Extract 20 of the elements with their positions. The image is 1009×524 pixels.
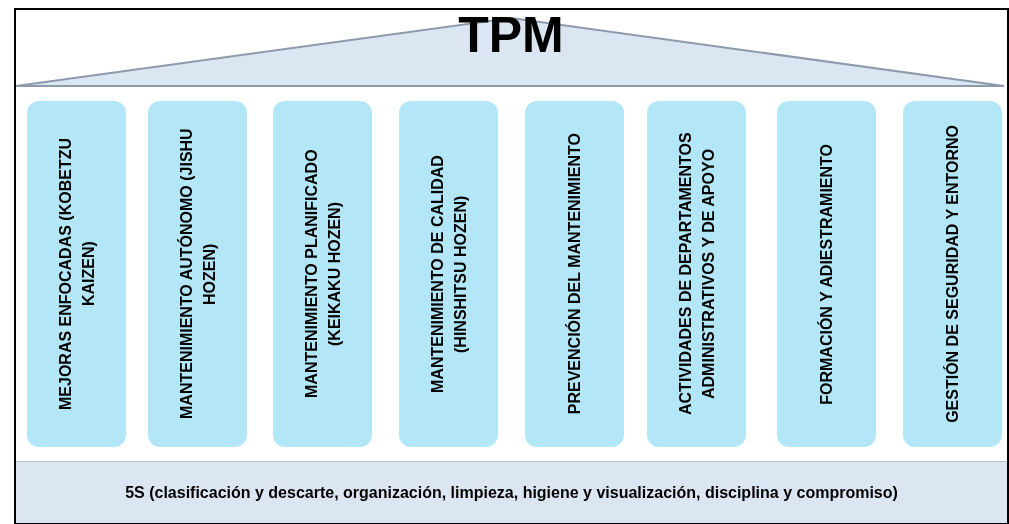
base-label: 5S (clasificación y descarte, organización, limpieza, higiene y visualización, disciplina y compromiso) [125, 482, 898, 503]
pillar-label: MANTENIMIENTO PLANIFICADO (KEIKAKU HOZEN) [301, 148, 344, 401]
pillar-box [27, 101, 126, 447]
pillar-label: MANTENIMIENTO AUTÓNOMO (JISHU HOZEN) [176, 127, 219, 422]
pillar-label: GESTIÓN DE SEGURIDAD Y ENTORNO [942, 125, 962, 423]
base-band [16, 461, 1007, 523]
pillar-box [903, 101, 1002, 447]
pillar-label: FORMACIÓN Y ADIESTRAMIENTO [816, 143, 836, 405]
pillar-label: PREVENCIÓN DEL MANTENIMIENTO [564, 133, 584, 415]
pillar-box [525, 101, 624, 447]
roof-title: TPM [458, 10, 564, 60]
pillar-box [273, 101, 372, 447]
pillar-label: ACTIVIDADES DE DEPARTAMENTOS ADMINISTRATIVOS Y DE APOYO [675, 131, 718, 418]
pillar-box [148, 101, 247, 447]
pillar-box [647, 101, 746, 447]
pillar-label: MEJORAS ENFOCADAS (KOBETZU KAIZEN) [55, 137, 98, 412]
pillar-label: MANTENIMIENTO DE CALIDAD (HINSHITSU HOZEN) [427, 154, 470, 395]
pillar-box [399, 101, 498, 447]
roof-shape [16, 14, 1006, 88]
pillar-box [777, 101, 876, 447]
